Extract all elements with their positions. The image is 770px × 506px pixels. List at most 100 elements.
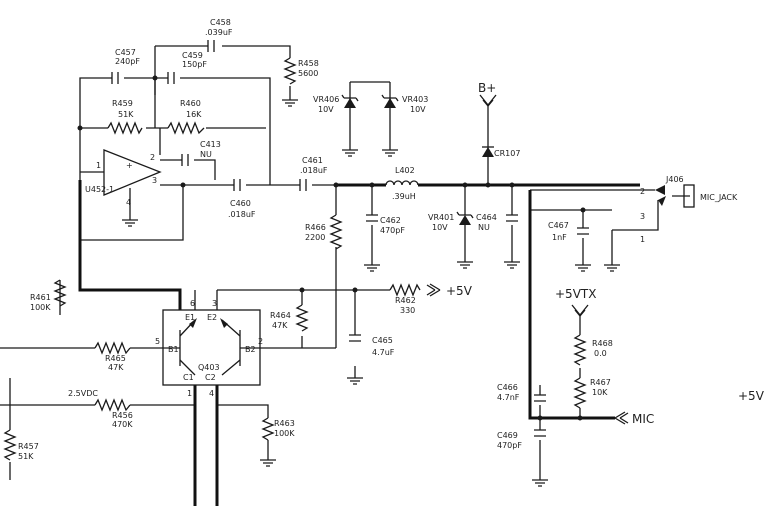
supply-arrows xyxy=(426,94,629,425)
c464-value: NU xyxy=(478,223,490,232)
c413-ref: C413 xyxy=(200,140,221,149)
c460-symbol xyxy=(233,179,241,191)
vr406-value: 10V xyxy=(318,105,334,114)
l402-value: .39uH xyxy=(392,192,416,201)
b-plus-label: B+ xyxy=(478,81,496,95)
j406-jack xyxy=(655,184,695,208)
u452-pin3: 3 xyxy=(152,176,157,185)
q403-c2: C2 xyxy=(205,373,216,382)
plus5v-edge-label: +5V xyxy=(738,389,765,403)
r459-value: 51K xyxy=(118,110,134,119)
r468-symbol xyxy=(573,334,587,366)
r462-ref: R462 xyxy=(395,296,416,305)
u452-pin4: 4 xyxy=(126,198,131,207)
c458-symbol xyxy=(207,40,215,52)
r456-ref: R456 xyxy=(112,411,133,420)
c461-ref: C461 xyxy=(302,156,323,165)
cr107-ref: CR107 xyxy=(494,149,520,158)
q403-transistor xyxy=(162,309,261,386)
u452-ref: U452-1 xyxy=(85,185,114,194)
r463-value: 100K xyxy=(274,429,295,438)
c460-ref: C460 xyxy=(230,199,251,208)
u452-pin1: 1 xyxy=(96,161,101,170)
q403-pin6: 6 xyxy=(190,299,195,308)
svg-text:+: + xyxy=(126,161,133,170)
r459-ref: R459 xyxy=(112,99,133,108)
q403-b1: B1 xyxy=(168,345,179,354)
r464-ref: R464 xyxy=(270,311,291,320)
r457-ref: R457 xyxy=(18,442,39,451)
r457-symbol xyxy=(3,429,17,461)
r464-value: 47K xyxy=(272,321,288,330)
c467-symbol xyxy=(577,227,589,235)
r463-ref: R463 xyxy=(274,419,295,428)
r465-symbol xyxy=(94,341,131,355)
r460-symbol xyxy=(167,121,205,135)
r466-ref: R466 xyxy=(305,223,326,232)
r460-value: 16K xyxy=(186,110,202,119)
q403-ref: Q403 xyxy=(198,363,220,372)
r465-value: 47K xyxy=(108,363,124,372)
r461-symbol xyxy=(53,279,67,307)
c413-value: NU xyxy=(200,150,212,159)
c469-symbol xyxy=(534,429,546,437)
resistors xyxy=(3,57,587,461)
c469-value: 470pF xyxy=(497,441,522,450)
c457-value: 240pF xyxy=(115,57,140,66)
plus5vtx-label: +5VTX xyxy=(555,287,596,301)
opamp-u452: + xyxy=(103,149,162,227)
r456-symbol xyxy=(94,398,131,412)
q403-pin4: 4 xyxy=(209,389,214,398)
q403-pin1: 1 xyxy=(187,389,192,398)
plus5v-label: +5V xyxy=(446,284,473,298)
c467-value: 1nF xyxy=(552,233,567,242)
c457-symbol xyxy=(111,72,119,84)
mic-jack-label: MIC_JACK xyxy=(700,193,738,202)
thick-wires xyxy=(78,180,640,506)
c461-symbol xyxy=(299,179,307,191)
c413-symbol xyxy=(181,154,189,166)
r468-value: 0.0 xyxy=(594,349,607,358)
c466-symbol xyxy=(534,394,546,402)
r462-symbol xyxy=(389,283,421,297)
u452-pin2: 2 xyxy=(150,153,155,162)
c464-symbol xyxy=(506,214,518,222)
c458-ref: C458 xyxy=(210,18,231,27)
q403-b2: B2 xyxy=(245,345,256,354)
grounds xyxy=(260,99,620,487)
v25dc-label: 2.5VDC xyxy=(68,389,98,398)
c462-ref: C462 xyxy=(380,216,401,225)
c465-value: 4.7uF xyxy=(372,348,395,357)
diodes xyxy=(341,94,494,225)
q403-c1: C1 xyxy=(183,373,194,382)
c457-ref: C457 xyxy=(115,48,136,57)
r457-value: 51K xyxy=(18,452,34,461)
c462-value: 470pF xyxy=(380,226,405,235)
r466-symbol xyxy=(329,214,343,250)
r467-symbol xyxy=(573,377,587,409)
c458-value: .039uF xyxy=(205,28,233,37)
c460-value: .018uF xyxy=(228,210,256,219)
r467-value: 10K xyxy=(592,388,608,397)
c459-symbol xyxy=(167,72,175,84)
l402-ref: L402 xyxy=(395,166,415,175)
r458-ref: R458 xyxy=(298,59,319,68)
r462-value: 330 xyxy=(400,306,415,315)
mic-label: MIC xyxy=(632,412,654,426)
labels: C458 .039uF C457 240pF C459 150pF R458 5… xyxy=(18,18,765,461)
r464-symbol xyxy=(295,304,309,332)
c466-ref: C466 xyxy=(497,383,518,392)
q403-e2: E2 xyxy=(207,313,217,322)
c465-symbol xyxy=(349,334,361,342)
r463-symbol xyxy=(261,417,275,441)
c459-value: 150pF xyxy=(182,60,207,69)
c465-ref: C465 xyxy=(372,336,393,345)
c469-ref: C469 xyxy=(497,431,518,440)
vr401-value: 10V xyxy=(432,223,448,232)
l402-symbol xyxy=(385,180,419,186)
q403-pin5: 5 xyxy=(155,337,160,346)
j406-ref: J406 xyxy=(665,175,684,184)
c464-ref: C464 xyxy=(476,213,497,222)
wires xyxy=(0,45,690,480)
